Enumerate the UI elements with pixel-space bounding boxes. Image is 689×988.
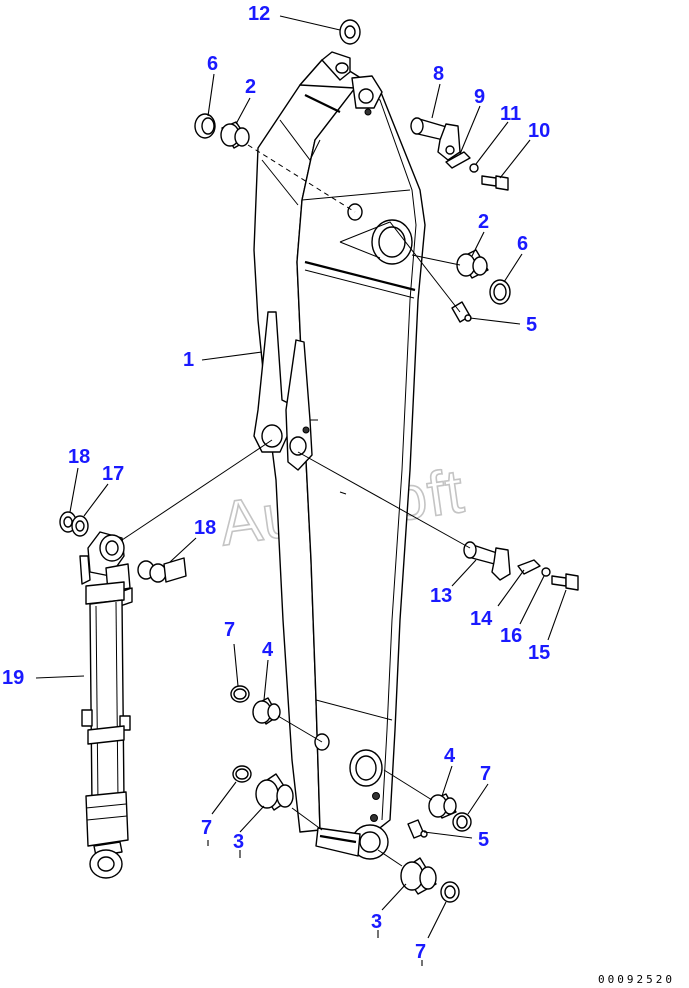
- callout-7: 7: [224, 619, 235, 641]
- callout-8: 8: [433, 63, 444, 85]
- callout-4: 4: [444, 745, 456, 767]
- callout-11: 11: [500, 103, 521, 125]
- callout-6: 6: [207, 53, 218, 75]
- leader-lines: [35, 15, 567, 966]
- boom-assembly: [253, 51, 426, 860]
- hydraulic-cylinder: [79, 531, 133, 879]
- upper-pin-parts: [194, 19, 511, 323]
- callout-7: 7: [201, 817, 212, 839]
- callout-17: 17: [102, 463, 124, 485]
- callout-10: 10: [528, 120, 550, 142]
- callout-1: 1: [183, 349, 194, 371]
- boom-top-plate: [296, 59, 426, 843]
- callout-7: 7: [415, 941, 426, 963]
- callout-13: 13: [430, 585, 452, 607]
- callout-6: 6: [517, 233, 528, 255]
- callout-12: 12: [248, 3, 270, 25]
- lower-pin-parts: [230, 685, 472, 903]
- callout-18: 18: [68, 446, 90, 468]
- callout-2: 2: [245, 76, 256, 98]
- callout-15: 15: [528, 642, 550, 664]
- callout-7: 7: [480, 763, 491, 785]
- callout-16: 16: [500, 625, 522, 647]
- callout-18: 18: [194, 517, 216, 539]
- drawing-number: 00092520: [598, 973, 675, 986]
- callout-4: 4: [262, 639, 274, 661]
- callout-5: 5: [478, 829, 489, 851]
- callout-5: 5: [526, 314, 537, 336]
- callout-14: 14: [470, 608, 493, 630]
- callout-3: 3: [371, 911, 382, 933]
- callout-2: 2: [478, 211, 489, 233]
- callouts: 12 6 2 8 9 11 10 2 6 5 1 18 17 18 13 14 …: [2, 3, 550, 963]
- callout-19: 19: [2, 667, 24, 689]
- callout-9: 9: [474, 86, 485, 108]
- callout-3: 3: [233, 831, 244, 853]
